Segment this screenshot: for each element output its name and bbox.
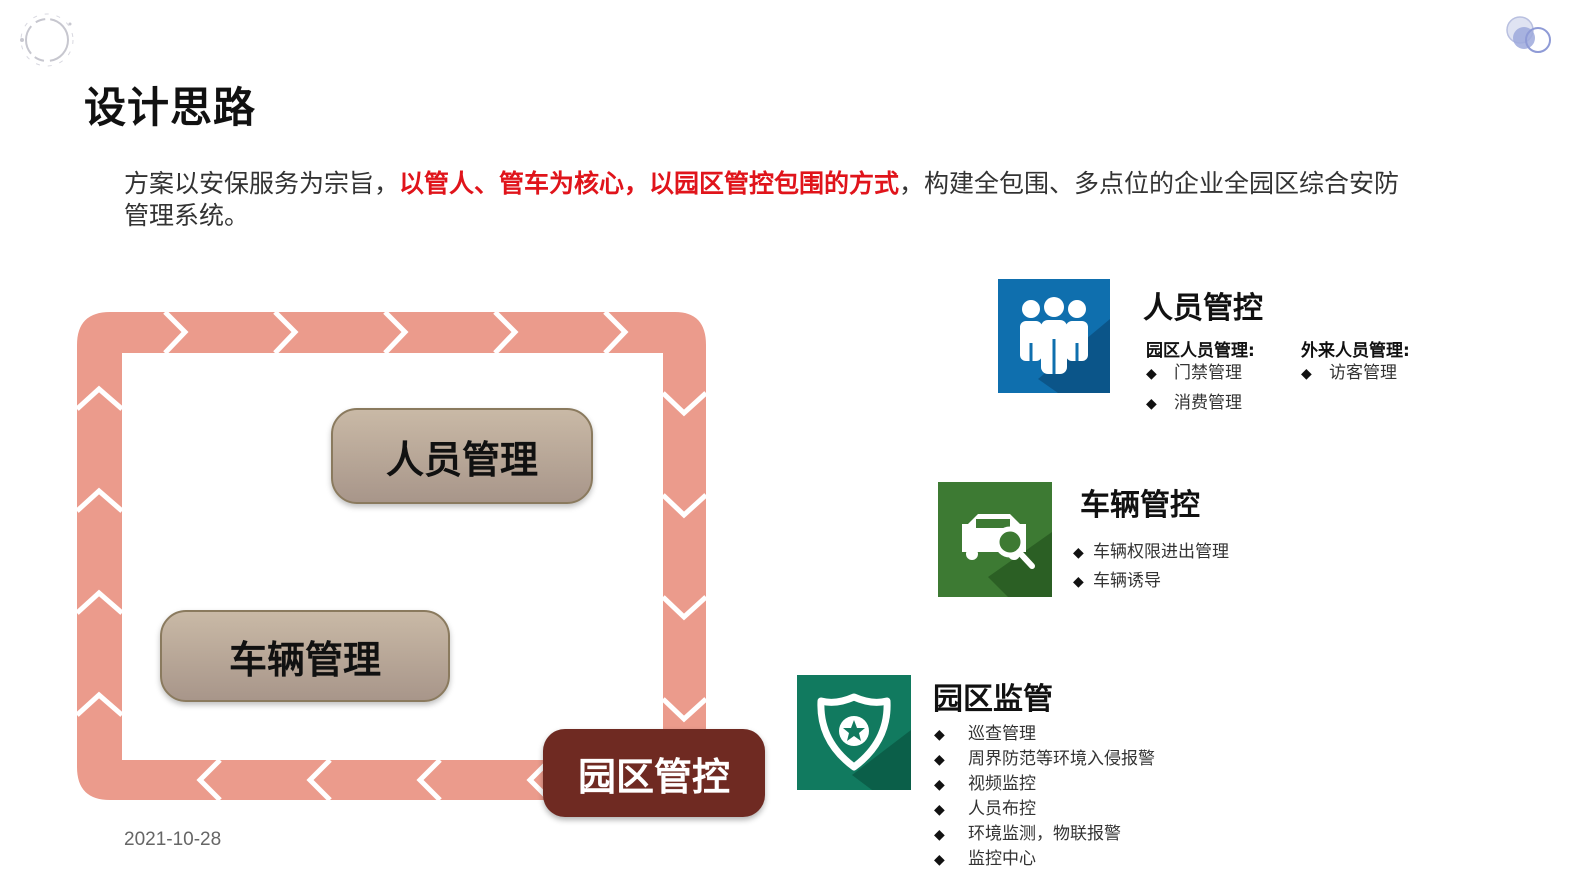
list-item: ◆环境监测，物联报警: [934, 824, 1121, 844]
page-title: 设计思路: [84, 83, 257, 132]
slide-date: 2021-10-28: [124, 829, 222, 850]
decor-ring-icon: [20, 13, 74, 67]
people-management-box: 人员管理: [331, 408, 593, 504]
intro-paragraph: 方案以安保服务为宗旨，以管人、管车为核心，以园区管控包围的方式，构建全包围、多点…: [124, 168, 1424, 232]
intro-highlight: 以管人、管车为核心，以园区管控包围的方式: [399, 169, 900, 198]
vehicle-list: ◆车辆权限进出管理 ◆车辆诱导: [1073, 538, 1229, 596]
park-list: ◆巡查管理 ◆周界防范等环境入侵报警 ◆视频监控 ◆人员布控 ◆环境监测，物联报…: [934, 722, 1155, 872]
list-item: ◆巡查管理: [934, 724, 1036, 744]
list-item: ◆车辆诱导: [1073, 571, 1161, 591]
people-group-icon: [998, 279, 1110, 393]
vehicle-section-title: 车辆管控: [1080, 488, 1200, 523]
vehicle-management-box: 车辆管理: [160, 610, 450, 702]
visitor-list: ◆访客管理: [1301, 359, 1397, 389]
list-item: ◆访客管理: [1301, 363, 1397, 383]
list-item: ◆消费管理: [1146, 393, 1242, 413]
car-search-icon: [938, 482, 1052, 597]
intro-part-1: 方案以安保服务为宗旨，: [124, 169, 400, 198]
internal-people-list: ◆门禁管理 ◆消费管理: [1146, 359, 1242, 419]
decor-bubbles-icon: [1506, 16, 1551, 53]
visitor-heading: 外来人员管理:: [1301, 341, 1410, 361]
people-section-title: 人员管控: [1143, 291, 1263, 326]
shield-star-icon: [797, 675, 911, 790]
list-item: ◆周界防范等环境入侵报警: [934, 749, 1155, 769]
list-item: ◆人员布控: [934, 799, 1036, 819]
internal-people-heading: 园区人员管理:: [1146, 341, 1255, 361]
list-item: ◆车辆权限进出管理: [1073, 542, 1229, 562]
list-item: ◆视频监控: [934, 774, 1036, 794]
park-section-title: 园区监管: [933, 682, 1053, 717]
list-item: ◆门禁管理: [1146, 363, 1242, 383]
list-item: ◆监控中心: [934, 849, 1036, 869]
intro-part-3: ，构建全包围、多点位的企业全园区综合安防管理系统。: [124, 169, 1400, 230]
park-control-box: 园区管控: [543, 729, 765, 817]
